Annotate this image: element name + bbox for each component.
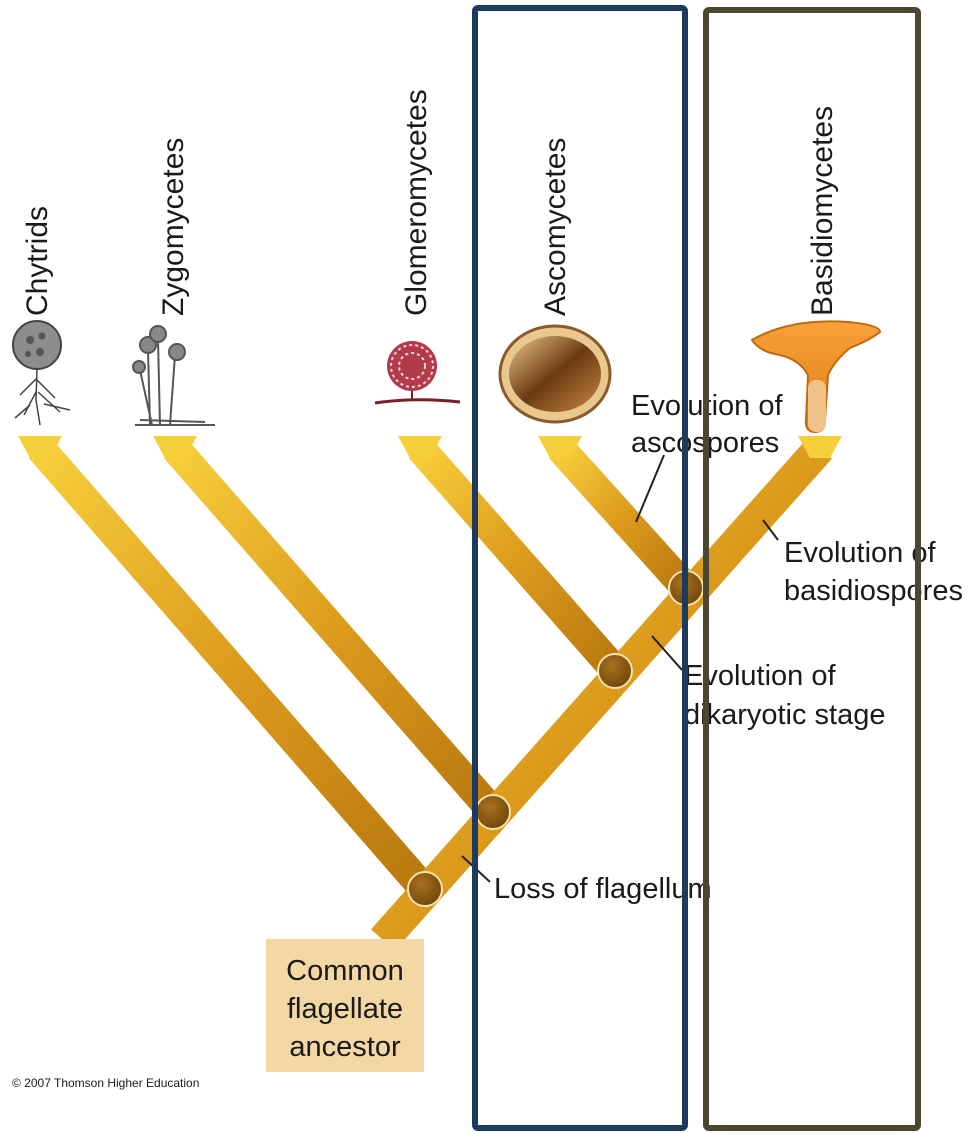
tree-branches	[28, 437, 832, 951]
taxon-label-chytrids: Chytrids	[21, 206, 54, 316]
svg-text:Common: Common	[286, 955, 404, 987]
svg-text:flagellate: flagellate	[287, 993, 403, 1025]
svg-text:dikaryotic stage: dikaryotic stage	[684, 699, 886, 731]
node-dikaryotic	[597, 653, 633, 689]
branch-tips	[18, 436, 842, 458]
svg-text:Evolution of: Evolution of	[684, 660, 836, 692]
chytrid-illustration	[12, 320, 71, 426]
highlight-box-basidiomycetes	[703, 7, 921, 1131]
highlight-box-ascomycetes	[472, 5, 688, 1131]
ascomycete-illustration	[498, 324, 612, 424]
annotation-basidiospores: Evolution of basidiospores	[762, 519, 963, 607]
node-zygomycetes-split	[475, 794, 511, 830]
branch-glomeromycetes	[408, 438, 627, 680]
svg-text:basidiospores: basidiospores	[784, 575, 963, 607]
node-loss-of-flagellum	[407, 871, 443, 907]
glomeromycete-illustration	[374, 341, 461, 405]
taxon-label-ascomycetes: Ascomycetes	[539, 138, 572, 316]
branch-chytrids	[28, 438, 437, 900]
taxon-label-glomeromycetes: Glomeromycetes	[400, 89, 433, 316]
copyright-note: © 2007 Thomson Higher Education	[12, 1076, 199, 1090]
basidiomycete-illustration	[750, 320, 882, 434]
annotation-flagellum: Loss of flagellum	[461, 855, 712, 905]
annotation-dikaryotic: Evolution of dikaryotic stage	[651, 635, 886, 731]
svg-text:ancestor: ancestor	[289, 1031, 401, 1063]
branch-ascomycetes	[548, 437, 698, 599]
branch-main-trunk	[371, 437, 832, 951]
branch-zygomycetes	[163, 438, 505, 822]
zygomycete-illustration	[132, 325, 215, 426]
taxon-label-basidiomycetes: Basidiomycetes	[806, 106, 839, 316]
common-ancestor-box: Common flagellate ancestor	[266, 939, 424, 1072]
svg-text:Evolution of: Evolution of	[784, 537, 936, 569]
svg-text:Loss of flagellum: Loss of flagellum	[494, 873, 712, 905]
taxon-label-zygomycetes: Zygomycetes	[157, 138, 190, 316]
